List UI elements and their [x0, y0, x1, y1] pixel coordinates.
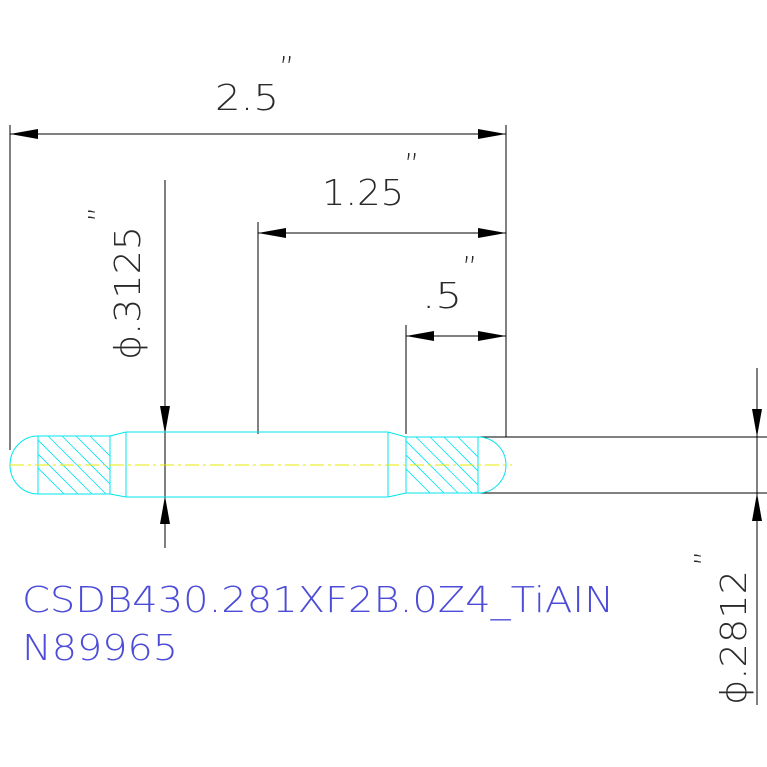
- flute-length-label: .5: [422, 276, 462, 317]
- arrowheads: [10, 129, 762, 524]
- cutter-outline: [9, 431, 507, 498]
- arrow-shank-dia-bottom: [160, 496, 170, 524]
- arrow-shank-right: [478, 228, 506, 238]
- arrow-tip-dia-bottom: [752, 493, 762, 521]
- shank-length-label: 1.25: [322, 173, 404, 214]
- part-number: N89965: [22, 628, 178, 669]
- arrow-tip-dia-top: [752, 409, 762, 437]
- part-notes: CSDB430.281XF2B.0Z4_TiAIN N89965: [22, 580, 614, 669]
- arrow-shank-left: [258, 228, 286, 238]
- tip-diameter-label: ϕ.2812: [714, 570, 755, 705]
- left-flute-hatching: [38, 436, 110, 494]
- shank-diameter-inch-mark: ”: [83, 206, 118, 222]
- arrow-overall-left: [10, 129, 38, 139]
- arrow-overall-right: [478, 129, 506, 139]
- overall-length-inch-mark: ”: [279, 51, 295, 86]
- part-code: CSDB430.281XF2B.0Z4_TiAIN: [22, 580, 614, 621]
- shank-length-inch-mark: ”: [404, 148, 420, 183]
- arrow-shank-dia-top: [160, 406, 170, 434]
- overall-length-label: 2.5: [215, 78, 279, 119]
- arrow-flute-left: [406, 331, 434, 341]
- dimension-labels: 2.5 ” 1.25 ” .5 ” ϕ.3125 ” ϕ.2812 ”: [83, 51, 755, 705]
- flute-length-inch-mark: ”: [462, 251, 478, 286]
- shank-diameter-label: ϕ.3125: [108, 226, 149, 360]
- tip-diameter-inch-mark: ”: [689, 550, 724, 566]
- arrow-flute-right: [478, 331, 506, 341]
